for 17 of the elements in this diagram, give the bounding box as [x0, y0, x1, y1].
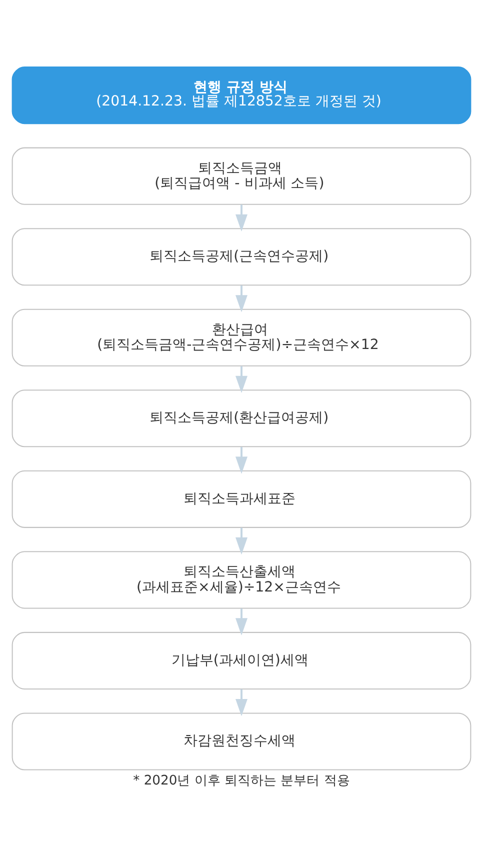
arrow: [235, 285, 248, 312]
arrow: [235, 446, 248, 474]
arrow: [235, 528, 248, 555]
node-box: 환산급여 (퇴직소득금액-근속연수공제)÷근속연수×12: [12, 308, 472, 366]
node-box: 퇴직소득금액 (퇴직급여액 - 비과세 소득): [12, 147, 472, 205]
node-box: 차감원천징수세액: [12, 712, 472, 770]
node-box: 퇴직소득공제(근속연수공제): [12, 228, 472, 286]
arrow: [235, 689, 248, 716]
arrow: [235, 204, 248, 232]
node-box: 기납부(과세이연)세액: [12, 632, 472, 690]
node-box: 퇴직소득과세표준: [12, 470, 472, 528]
arrow: [235, 366, 248, 394]
node-box: 퇴직소득공제(환산급여공제): [12, 390, 472, 448]
arrow: [235, 608, 248, 636]
node-box: 퇴직소득산출세액 (과세표준×세율)÷12×근속연수: [12, 551, 472, 609]
node-box: 현행 규정 방식 (2014.12.23. 법률 제12852호로 개정된 것): [12, 66, 472, 124]
caption: * 2020년 이후 퇴직하는 분부터 적용: [133, 773, 350, 788]
